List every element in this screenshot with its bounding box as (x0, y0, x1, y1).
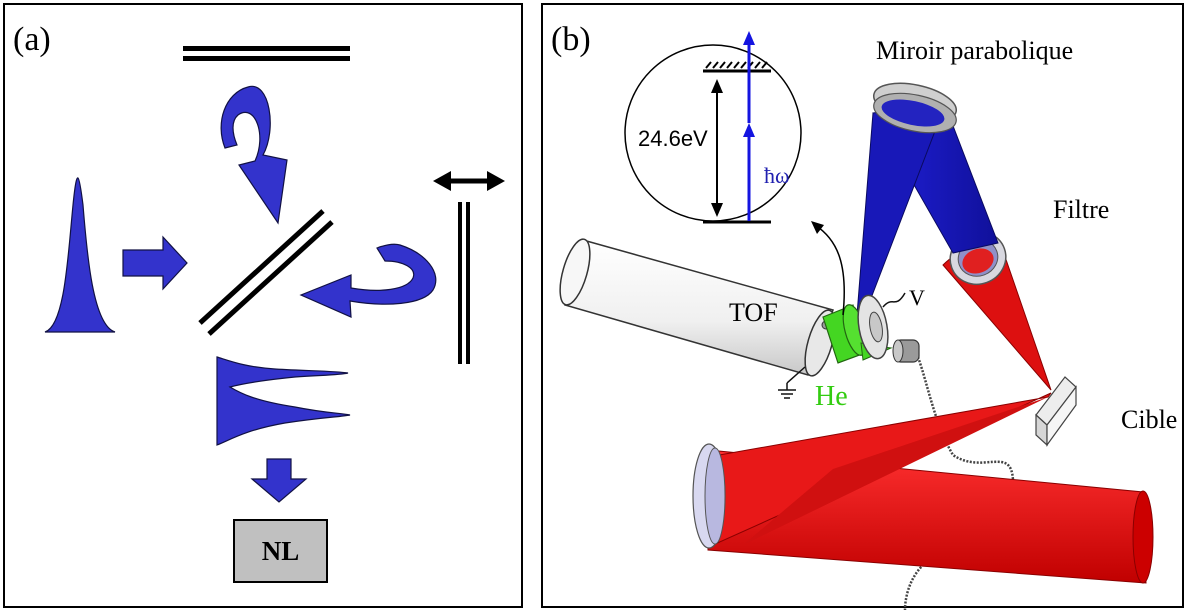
ir-beam (707, 392, 1154, 584)
top-mirror (183, 46, 350, 61)
helium-label: He (815, 381, 848, 412)
curved-arrow-top-icon (220, 85, 288, 225)
output-arrow-icon (250, 458, 308, 503)
delayed-pulses-shape (216, 356, 351, 446)
panel-b-setup: (b) Miroir parabolique Filtre Cible TOF … (541, 3, 1184, 610)
target-block (1035, 376, 1077, 447)
filter-label: Filtre (1053, 195, 1110, 224)
panel-a-autocorrelator: (a) NL (3, 3, 523, 608)
panel-b-tag: (b) (551, 21, 591, 58)
energy-level-inset (624, 31, 802, 224)
photon-energy-label: ħω (764, 163, 790, 188)
focusing-mirror (692, 443, 726, 549)
curved-arrow-right-icon (299, 243, 437, 318)
beam-splitter (198, 209, 334, 336)
nonlinear-box: NL (233, 519, 328, 583)
input-pulse-shape (44, 177, 116, 333)
panel-b-drawing (559, 31, 1154, 610)
parabolic-mirror-label: Miroir parabolique (876, 36, 1074, 65)
double-arrow-icon (433, 171, 505, 191)
gas-nozzle (892, 339, 920, 363)
voltage-label: V (909, 285, 925, 310)
xuv-beam (854, 104, 999, 341)
input-arrow-icon (122, 235, 188, 291)
panel-a-tag: (a) (13, 21, 51, 58)
tof-label: TOF (729, 298, 778, 327)
panel-a-drawing (44, 46, 505, 503)
ionization-energy-label: 24.6eV (638, 126, 708, 151)
parabolic-mirror (872, 82, 958, 134)
target-label: Cible (1121, 405, 1178, 434)
extraction-plate (857, 292, 906, 360)
tof-tube (559, 238, 836, 399)
delay-mirror (458, 202, 470, 364)
inset-pointer-arrow (814, 224, 846, 316)
